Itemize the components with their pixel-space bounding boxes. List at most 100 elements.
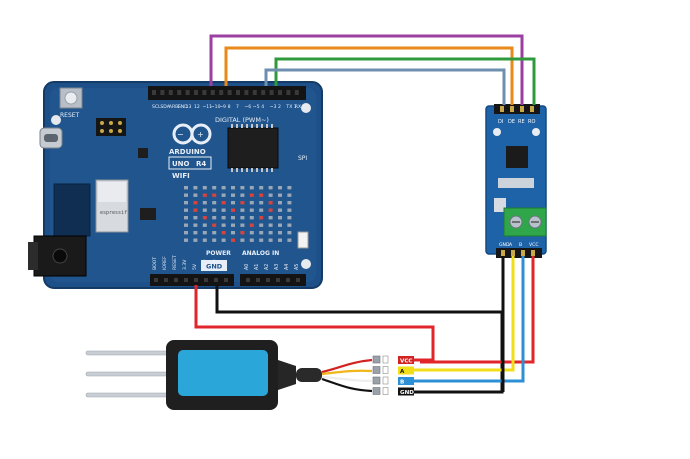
matrix-led — [278, 238, 282, 242]
wire-green — [274, 57, 536, 105]
digital-pin-label: ~3 — [270, 104, 277, 110]
sensor-wire-tag-a — [398, 366, 414, 375]
matrix-led — [249, 193, 254, 197]
gnd-tag — [201, 260, 227, 271]
matrix-led — [193, 208, 198, 212]
power-pin-label: 5V — [192, 263, 198, 270]
matrix-led — [240, 201, 245, 205]
matrix-led — [202, 238, 207, 242]
digital-pin-label: ~6 — [244, 104, 251, 110]
matrix-led — [278, 186, 282, 190]
matrix-led — [221, 201, 226, 205]
matrix-led — [184, 223, 188, 227]
wires — [194, 34, 536, 394]
wire-steel — [264, 68, 506, 105]
rs485-pin-label-de: DE — [508, 119, 515, 125]
digital-pin-label: RX 0 — [295, 104, 306, 110]
digital-label: DIGITAL (PWM~) — [215, 116, 269, 124]
matrix-led — [249, 186, 254, 190]
matrix-led — [193, 223, 198, 227]
matrix-led — [221, 223, 226, 227]
wire-purple — [209, 34, 524, 105]
sensor-label-area — [178, 350, 268, 396]
matrix-led — [184, 193, 188, 197]
matrix-led — [212, 223, 217, 227]
wire-red-vcc — [420, 256, 535, 364]
digital-pin-label: ~11 — [202, 104, 212, 110]
matrix-led — [202, 223, 207, 227]
rs485-pin-label-ro: RO — [528, 119, 535, 125]
matrix-led — [287, 216, 292, 220]
led-matrix — [184, 186, 292, 242]
matrix-led — [249, 216, 254, 220]
matrix-led — [259, 223, 264, 227]
mcu-chip — [227, 124, 279, 172]
matrix-led — [268, 238, 273, 242]
rs485-top-header — [494, 104, 540, 114]
screw-terminal — [503, 207, 547, 237]
matrix-led — [268, 223, 273, 227]
matrix-led — [287, 238, 292, 242]
analog-pin-label: A5 — [294, 264, 300, 270]
rs485-pin-label-b: B — [519, 242, 522, 248]
svg-text:−: − — [177, 130, 184, 139]
matrix-led — [202, 216, 207, 220]
dc-barrel-jack — [28, 235, 87, 277]
matrix-led — [287, 208, 292, 212]
matrix-led — [231, 193, 235, 197]
matrix-led — [193, 216, 198, 220]
sensor-cable — [296, 368, 322, 382]
sensor-wire-label-b: B — [400, 380, 404, 386]
matrix-led — [240, 208, 245, 212]
digital-pin-label: 8 — [228, 104, 231, 110]
usb-c-connector — [39, 127, 63, 149]
matrix-led — [212, 208, 217, 212]
wire-blue-b — [414, 256, 525, 383]
power-pin-label: BOOT — [152, 257, 158, 270]
matrix-led — [184, 208, 188, 212]
matrix-led — [202, 186, 207, 190]
matrix-led — [212, 193, 217, 197]
matrix-led — [278, 208, 282, 212]
digital-pin-label: GND — [177, 104, 188, 110]
matrix-led — [287, 223, 292, 227]
icsp-header — [96, 118, 126, 136]
matrix-led — [202, 208, 207, 212]
matrix-led — [268, 186, 273, 190]
variant-label: WIFI — [172, 172, 190, 180]
digital-pin-label: SDA — [160, 104, 170, 110]
matrix-led — [221, 208, 226, 212]
matrix-led — [240, 238, 245, 242]
matrix-led — [221, 193, 226, 197]
matrix-led — [278, 216, 282, 220]
matrix-led — [231, 238, 235, 242]
matrix-led — [193, 201, 198, 205]
sensor-wire-tag-b — [398, 377, 414, 385]
matrix-led — [202, 193, 207, 197]
matrix-led — [268, 216, 273, 220]
reset-button — [59, 87, 83, 109]
matrix-led — [268, 208, 273, 212]
matrix-led — [212, 201, 217, 205]
wire-red-5v — [194, 285, 435, 362]
matrix-led — [231, 201, 235, 205]
cable-gland — [278, 360, 296, 390]
digital-pin-label: ~9 — [219, 104, 226, 110]
arduino-logo: − + — [172, 123, 212, 145]
matrix-led — [259, 208, 264, 212]
rs485-pin-label-a: A — [509, 242, 513, 248]
matrix-led — [193, 231, 198, 235]
digital-pin-label: AREF — [169, 104, 181, 110]
matrix-led — [231, 216, 235, 220]
matrix-led — [221, 231, 226, 235]
sensor-wire-tag-vcc — [398, 356, 414, 364]
rs485-pin-label-vcc: VCC — [529, 242, 539, 248]
matrix-led — [240, 193, 245, 197]
matrix-led — [259, 201, 264, 205]
matrix-led — [184, 216, 188, 220]
wire-orange — [224, 46, 514, 105]
rs485-bottom-header — [496, 248, 542, 258]
analog-pin-label: A3 — [274, 264, 280, 270]
